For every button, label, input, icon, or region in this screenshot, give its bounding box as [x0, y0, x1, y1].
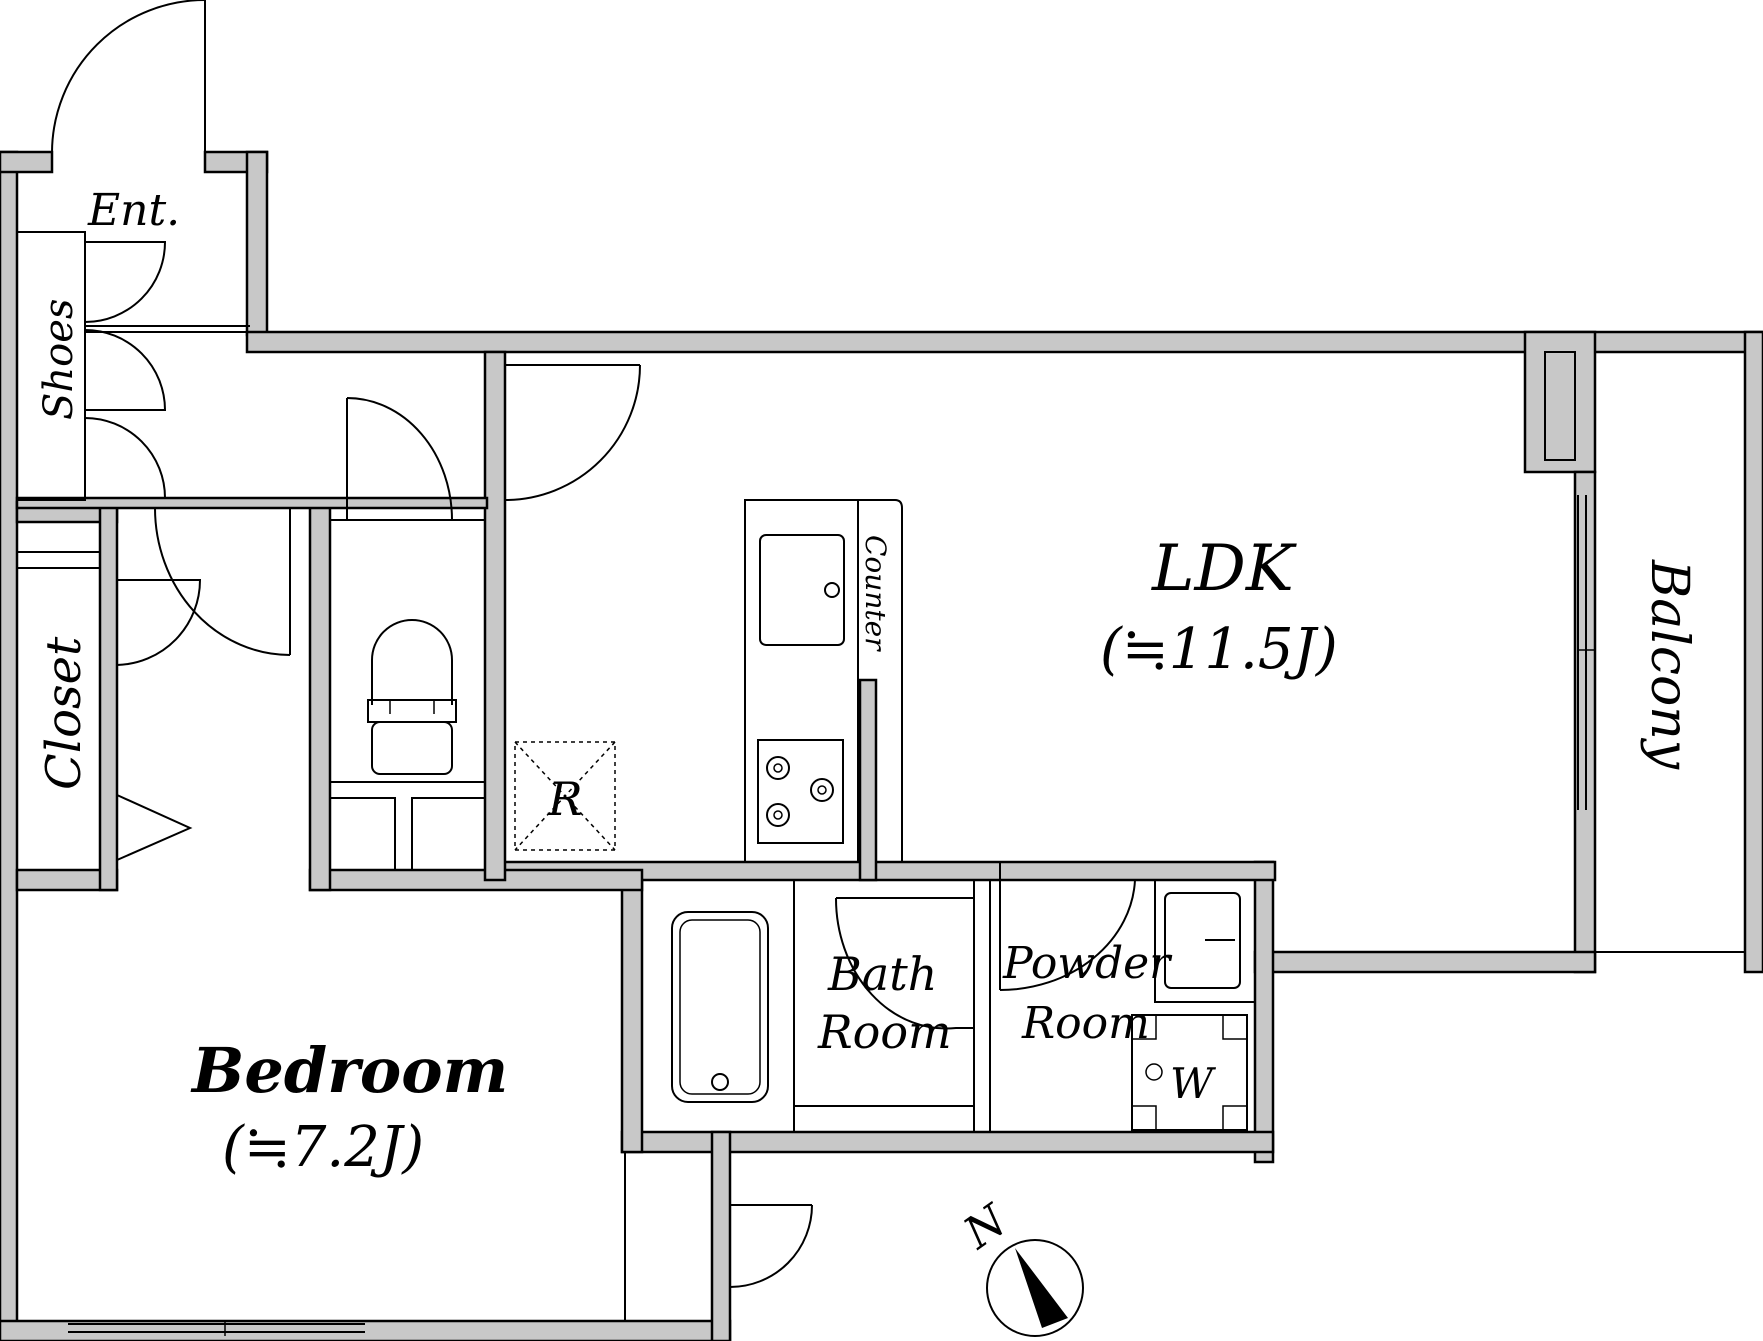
balcony: Balcony [1594, 351, 1746, 953]
ldk-size-label: (≒11.5J) [1100, 617, 1338, 682]
bath-door[interactable] [834, 897, 974, 1030]
hall-door-upper[interactable] [84, 241, 167, 323]
powder-room: W Powder Room [989, 862, 1256, 1133]
toilet-door[interactable] [346, 397, 453, 521]
compass-arrow-icon [1015, 1248, 1068, 1328]
compass: N [954, 1194, 1084, 1337]
kitchen: Counter [744, 499, 903, 863]
bedroom-window[interactable] [68, 1321, 365, 1336]
storage-boxes [329, 797, 486, 871]
balcony-window[interactable] [1577, 495, 1595, 810]
bath-label-2: Room [817, 1005, 952, 1059]
ldk-label: LDK [1151, 532, 1297, 606]
compass-north-label: N [954, 1194, 1017, 1259]
toilet-room [329, 519, 486, 783]
shoe-cabinet [16, 231, 86, 501]
shoes-label: Shoes [36, 299, 82, 420]
sink-icon [759, 534, 845, 646]
washer-label: W [1170, 1059, 1217, 1108]
bathtub-icon [671, 911, 769, 1103]
refrigerator-space: R [514, 741, 616, 851]
toilet-icon [367, 619, 457, 775]
corridor-doors [154, 364, 641, 656]
closet-door[interactable] [116, 579, 202, 666]
hall-door-lower[interactable] [84, 329, 167, 499]
balcony-label: Balcony [1639, 559, 1699, 770]
entrance-label: Ent. [87, 185, 180, 236]
ldk-door[interactable] [504, 364, 641, 501]
refrigerator-label: R [547, 772, 583, 826]
closet-folding-door[interactable] [116, 793, 193, 862]
bedroom-door[interactable] [154, 507, 291, 656]
counter-label: Counter [859, 535, 892, 652]
washer-icon [1131, 1014, 1248, 1131]
bedroom-storage-door[interactable] [729, 1204, 813, 1288]
closet-area: Closet [16, 521, 202, 871]
washbasin-icon [1154, 879, 1256, 1003]
entrance-door[interactable] [51, 0, 206, 153]
closet-label: Closet [36, 636, 92, 790]
bedroom: Bedroom (≒7.2J) [68, 1034, 813, 1336]
bath-label-1: Bath [827, 947, 937, 1001]
bath-room: Bath Room [641, 879, 975, 1133]
bedroom-size-label: (≒7.2J) [222, 1115, 424, 1180]
powder-door[interactable] [999, 879, 1136, 992]
entrance-area: Shoes Ent. [16, 0, 250, 501]
stove-icon [757, 739, 844, 844]
powder-label-2: Room [1021, 998, 1150, 1049]
powder-label-1: Powder [1002, 938, 1173, 989]
ldk-room: LDK (≒11.5J) [1100, 351, 1595, 810]
bedroom-label: Bedroom [190, 1034, 508, 1107]
